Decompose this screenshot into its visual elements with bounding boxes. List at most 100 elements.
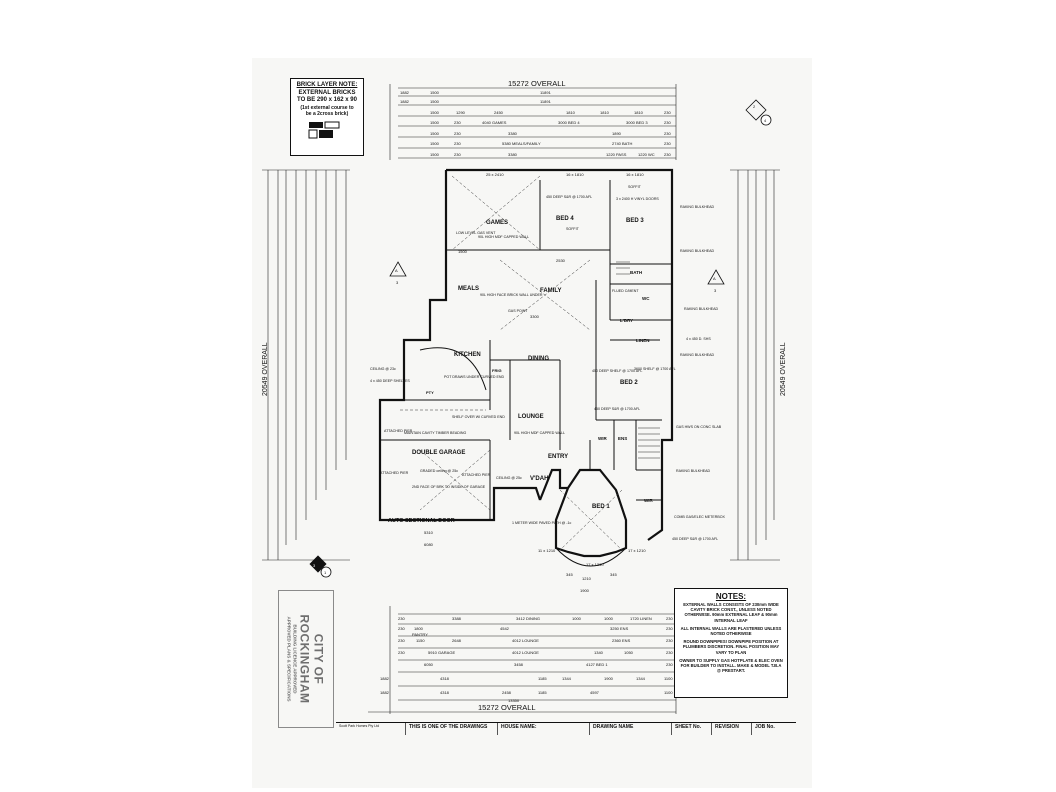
brick-note-line1: EXTERNAL BRICKS xyxy=(298,89,356,96)
top-dim-r7-0: 1500 xyxy=(430,152,440,157)
section-marker-right xyxy=(707,269,725,285)
brick-diagram-icon xyxy=(308,121,340,138)
ensuite-hatch xyxy=(616,261,660,459)
bot-dim-r5-3: 230 xyxy=(666,662,673,667)
bot-dim-r1-0: 230 xyxy=(398,616,405,621)
room-lounge: LOUNGE xyxy=(518,414,544,420)
bot-dim-r3-5: 2360 ENS xyxy=(612,638,631,643)
internal-walls xyxy=(380,180,672,520)
top-dim-r1-1: 1500 xyxy=(430,90,440,95)
top-dim-r1-0: 1882 xyxy=(400,90,410,95)
bot-dim-r7-3: 1185 xyxy=(538,690,547,695)
label-deep-shelf-bed2: 450 DEEP SHELF @ 1700 AFL xyxy=(592,369,642,373)
label-soffit-2: SOFFIT xyxy=(628,185,642,189)
top-dim-r3-3: 1810 xyxy=(566,110,576,115)
dim-17x1210: 17 x 1210 xyxy=(586,562,604,567)
bot-dim-r2-3: 3250 ENS xyxy=(610,626,629,631)
bot-dim-r6-5: 1344 xyxy=(636,676,646,681)
bot-dim-r1-6: 230 xyxy=(666,616,673,621)
label-deep-shelf-wir: 450 DEEP S&R @ 1700 AFL xyxy=(594,407,640,411)
dim-1900: 1900 xyxy=(580,588,590,593)
label-gas-point: GAS POINT xyxy=(508,309,528,313)
top-dim-r5-1: 230 xyxy=(454,131,461,136)
label-ceiling-25c: CEILING @ 25c xyxy=(496,476,522,480)
top-dim-r7-3: 1220 PASS xyxy=(606,152,627,157)
label-capped-wall-lounge: 90L HIGH MDF CAPPED WALL xyxy=(514,431,565,435)
label-wide-paved: 1 METER WIDE PAVED PATH @ -1c xyxy=(512,521,571,525)
room-linen: LINEN xyxy=(636,338,650,343)
section-marker-top-right xyxy=(745,99,772,126)
council-approval-stamp: CITY OF ROCKINGHAM BUILDING LICENCE APPR… xyxy=(278,590,334,728)
bot-dim-r2-1: 1800 xyxy=(414,626,424,631)
bot-dim-r7-2: 2458 xyxy=(502,690,512,695)
label-ceiling-23c: CEILING @ 23c xyxy=(370,367,396,371)
bot-dim-r1-1: 3388 xyxy=(452,616,462,621)
label-sr-bed4: 450 DEEP S&R @ 1700 AFL xyxy=(546,195,592,199)
bot-dim-r1-3: 1000 xyxy=(572,616,582,621)
dim-top-window-1: 25 x 2410 xyxy=(486,172,504,177)
stamp-line1: BUILDING LICENCE APPROVED xyxy=(292,624,298,694)
label-attached-pier-2: ATTACHED PIER xyxy=(380,471,409,475)
bot-dim-r6-4: 1900 xyxy=(604,676,614,681)
room-wir-b: WIR xyxy=(644,498,653,503)
room-wc: WC xyxy=(642,296,650,301)
dim-345-a: 345 xyxy=(566,572,573,577)
top-dim-r5-3: 1890 xyxy=(612,131,622,136)
label-sr-bed2: 3600 SHELF @ 1700 AFL xyxy=(634,367,676,371)
top-dim-r7-4: 1220 WC xyxy=(638,152,655,157)
title-company: Scott Park Homes Pty Ltd xyxy=(336,723,406,735)
label-pot-draws: POT DRAWS UNDER CURVED END xyxy=(444,375,504,379)
section-marker-right-a: A xyxy=(713,276,716,281)
label-gas-elec-meterbox: COMB GAS/ELEC METERBOX xyxy=(674,515,726,519)
label-brick-wall-under: 90L HIGH FACE BRICK WALL UNDER xyxy=(480,293,543,297)
label-attached-pier-1: ATTACHED PIER xyxy=(384,429,413,433)
room-bed3: BED 3 xyxy=(626,218,644,224)
brick-note-line4: be a 2cross brick) xyxy=(305,110,349,117)
brick-note-line2: TO BE 290 x 162 x 90 xyxy=(297,97,357,103)
notes-title: NOTES: xyxy=(715,592,747,601)
label-face-of-brk: 2ND FACE OF BRK TO INSIDE OF GARAGE xyxy=(412,485,486,489)
bot-dim-r1-2: 3412 DINING xyxy=(516,616,540,621)
label-maintain-cavity: MAINTAIN CAVITY TIMBER BEADING xyxy=(404,431,466,435)
note-internal-walls: ALL INTERNAL WALLS ARE PLASTERED UNLESS … xyxy=(680,625,782,637)
bot-dim-r7-4: 4597 xyxy=(590,690,600,695)
label-raking-bulkhead-2: RAKING BULKHEAD xyxy=(680,249,715,253)
room-vdah: V'DAH xyxy=(530,476,548,482)
room-pty: PTY xyxy=(426,390,434,395)
top-dim-r4-1: 230 xyxy=(454,120,461,125)
label-capped-wall-games: 90L HIGH MDF CAPPED WALL xyxy=(478,235,529,239)
label-raking-bulkhead-5: RAKING BULKHEAD xyxy=(676,469,711,473)
top-dim-r5-4: 230 xyxy=(664,131,671,136)
top-dim-r5-0: 1500 xyxy=(430,131,440,136)
room-dining: DINING xyxy=(528,356,549,362)
top-dim-r4-3: 3000 BED 4 xyxy=(558,120,580,125)
top-dim-r6-0: 1500 xyxy=(430,141,440,146)
bot-dim-r5-2: 4127 BED 1 xyxy=(586,662,608,667)
room-bed1: BED 1 xyxy=(592,504,610,510)
top-dim-r1-2: 11891 xyxy=(540,90,552,95)
dim-11x1210: 11 x 1210 xyxy=(538,548,556,553)
top-dim-r3-0: 1500 xyxy=(430,110,440,115)
bay-window xyxy=(555,547,627,567)
label-gas-vent: LOW LEVEL GAS VENT xyxy=(456,231,496,235)
dimension-lines-left xyxy=(262,169,350,561)
bot-dim-r3-1: PANTRY xyxy=(412,632,428,637)
stamp-line2: APPROVED PLANS & SPECIFICATIONS xyxy=(287,616,292,702)
bot-dim-r4-2: 4012 LOUNGE xyxy=(512,650,539,655)
dimension-lines-right xyxy=(730,169,780,561)
bot-dim-r4-4: 1050 xyxy=(624,650,634,655)
label-deep-shelves: 4 x 450 DEEP SHELVES xyxy=(370,379,410,383)
top-dim-r6-1: 230 xyxy=(454,141,461,146)
note-downpipes: ROUND DOWNPIPES! DOWNPIPE POSITION AT PL… xyxy=(682,639,780,655)
dim-5310: 5310 xyxy=(424,530,434,535)
top-dim-r4-2: 4040 GAMES xyxy=(482,120,507,125)
room-bed4: BED 4 xyxy=(556,216,574,222)
label-raking-bulkhead-1: RAKING BULKHEAD xyxy=(680,205,715,209)
section-marker-bottom-left xyxy=(309,555,332,578)
dim-345-b: 345 xyxy=(610,572,617,577)
room-meals: MEALS xyxy=(458,286,479,292)
title-house-name: HOUSE NAME: xyxy=(498,723,590,735)
label-raking-bulkhead-3: RAKING BULKHEAD xyxy=(684,307,719,311)
bot-dim-r6-2: 1185 xyxy=(538,676,547,681)
bot-dim-r3-6: 230 xyxy=(666,638,673,643)
